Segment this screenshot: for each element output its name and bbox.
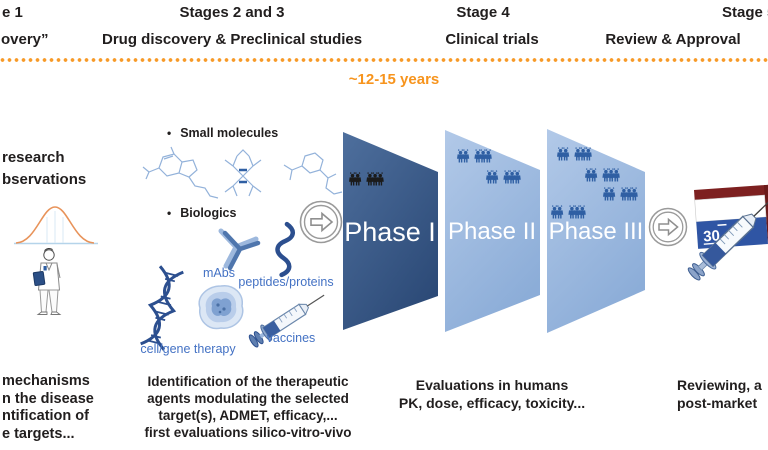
phase3-label: Phase III (549, 218, 644, 245)
stage5-desc-line1: Reviewing, a (677, 377, 762, 393)
stage1-desc-line2: n the disease (2, 390, 94, 407)
phase2-label: Phase II (448, 218, 536, 245)
bell-curve-icon (14, 206, 98, 245)
stages23-desc-line1: Identification of the therapeutic (147, 374, 349, 389)
stages23-title: Stages 2 and 3 (179, 4, 285, 21)
cell-gene-label: cell/gene therapy (140, 342, 236, 356)
scientist-icon (32, 247, 62, 315)
dna-icon (140, 265, 184, 351)
stage1-top-line1: research (2, 149, 65, 166)
phase3-panel (547, 129, 645, 333)
stage4-desc-line1: Evaluations in humans (415, 377, 569, 393)
stages23-subtitle: Drug discovery & Preclinical studies (102, 31, 363, 48)
timeline-dotted-line (0, 57, 768, 63)
stage1-top-text: research bservations (2, 147, 86, 191)
medicine-box-icon: 30 (687, 184, 768, 281)
stage5-subtitle: Review & Approval (605, 31, 741, 48)
stage1-title: e 1 (2, 4, 23, 21)
stage4-subtitle: Clinical trials (445, 31, 539, 48)
syringe-icon (687, 200, 768, 281)
mabs-label: mAbs (203, 266, 235, 280)
people-group-icon (349, 147, 638, 219)
stage5-desc-line2: post-market (677, 395, 758, 411)
molecule-icon (142, 146, 343, 199)
bullet-small-molecules: Small molecules (167, 126, 278, 140)
bullet-biologics: Biologics (167, 206, 236, 220)
phase1-label: Phase I (344, 217, 436, 247)
peptides-label: peptides/proteins (238, 275, 334, 289)
helix-icon (275, 221, 295, 278)
small-molecules-label: Small molecules (180, 126, 279, 140)
stage1-subtitle: overy” (1, 31, 49, 48)
stages23-desc-line2: agents modulating the selected (147, 391, 349, 406)
stage1-desc-line3: ntification of (2, 408, 89, 424)
stage1-top-line2: bservations (2, 171, 87, 188)
syringe-icon (248, 294, 325, 348)
stage4-desc-line2: PK, dose, efficacy, toxicity... (398, 395, 586, 411)
stages23-desc-line3: target(s), ADMET, efficacy,... (158, 408, 338, 423)
stage5-title: Stage 5 (722, 4, 768, 21)
box-dose-label: 30 (703, 227, 721, 245)
stage1-desc-line4: e targets... (2, 425, 75, 442)
stage1-description: mechanisms n the disease ntification of … (2, 373, 94, 443)
stages23-description: Identification of the therapeutic agents… (138, 373, 358, 441)
antibody-icon (218, 228, 261, 271)
stage5-description: Reviewing, a post-market (677, 376, 768, 412)
stages23-desc-line4: first evaluations silico-vitro-vivo (144, 425, 352, 440)
arrow-circle-icon (299, 200, 343, 244)
vaccines-label: vaccines (266, 331, 316, 345)
stage4-title: Stage 4 (456, 4, 510, 21)
timeline-duration-label: ~12-15 years (348, 71, 440, 88)
stage4-description: Evaluations in humans PK, dose, efficacy… (392, 376, 592, 412)
arrow-circle-icon (648, 207, 688, 247)
biologics-label: Biologics (180, 206, 237, 220)
stage1-desc-line1: mechanisms (2, 373, 90, 389)
cell-icon (198, 285, 244, 330)
